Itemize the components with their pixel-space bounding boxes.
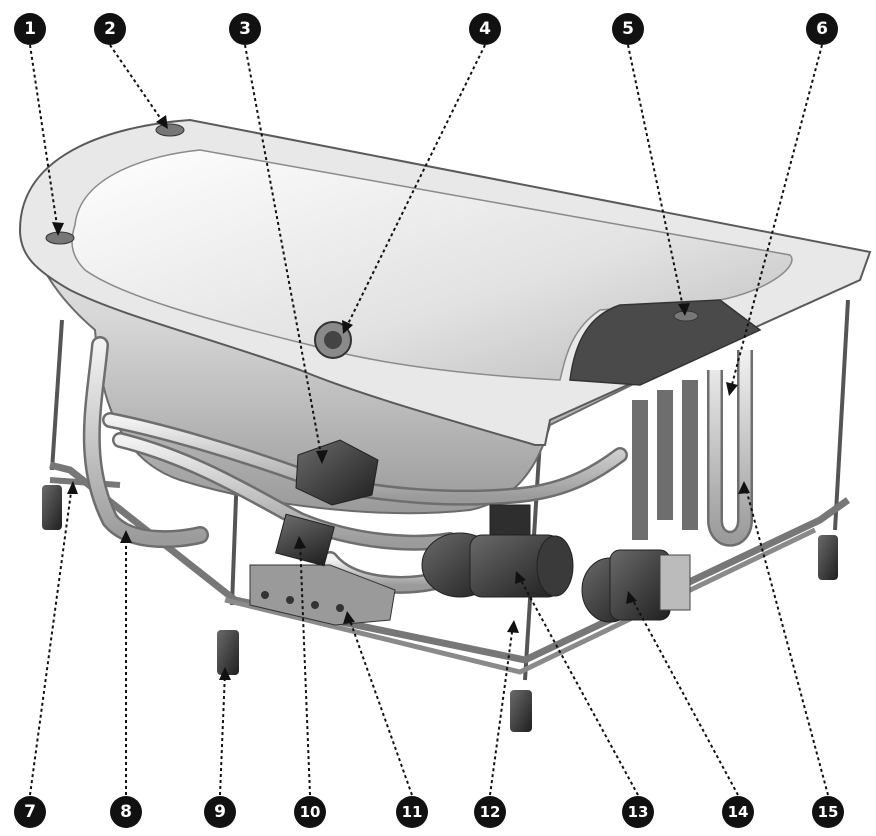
leader-9 — [219, 671, 226, 796]
callout-3: 3 — [229, 13, 261, 45]
callout-13: 13 — [622, 796, 654, 828]
leader-14 — [629, 594, 739, 796]
tub-basin — [71, 149, 793, 381]
leader-4 — [344, 44, 486, 331]
hydromassage-pump — [421, 504, 574, 598]
leader-lines — [29, 44, 829, 796]
control-box — [295, 439, 379, 506]
leader-1 — [29, 44, 59, 233]
callout-12: 12 — [474, 796, 506, 828]
drain-pipes — [632, 350, 753, 547]
rim-fittings — [45, 123, 699, 322]
pipework — [82, 336, 628, 594]
callout-5: 5 — [612, 13, 644, 45]
callout-6: 6 — [806, 13, 838, 45]
callout-9: 9 — [204, 796, 236, 828]
callout-4: 4 — [469, 13, 501, 45]
leader-12 — [489, 624, 514, 796]
leader-3 — [244, 44, 323, 461]
leader-6 — [729, 44, 823, 393]
arrowheads — [52, 115, 750, 680]
hydro-jet — [314, 321, 352, 359]
leader-10 — [299, 539, 311, 796]
leader-7 — [29, 484, 73, 796]
callout-15: 15 — [812, 796, 844, 828]
callout-8: 8 — [110, 796, 142, 828]
callout-14: 14 — [722, 796, 754, 828]
callout-7: 7 — [14, 796, 46, 828]
callout-1: 1 — [14, 13, 46, 45]
callout-10: 10 — [294, 796, 326, 828]
callout-2: 2 — [94, 13, 126, 45]
air-compressor — [581, 549, 691, 623]
electronic-unit — [249, 564, 396, 626]
callout-11: 11 — [396, 796, 428, 828]
leader-11 — [347, 614, 413, 796]
headrest — [569, 299, 762, 386]
leader-2 — [109, 44, 166, 126]
adjustable-feet — [42, 485, 838, 732]
